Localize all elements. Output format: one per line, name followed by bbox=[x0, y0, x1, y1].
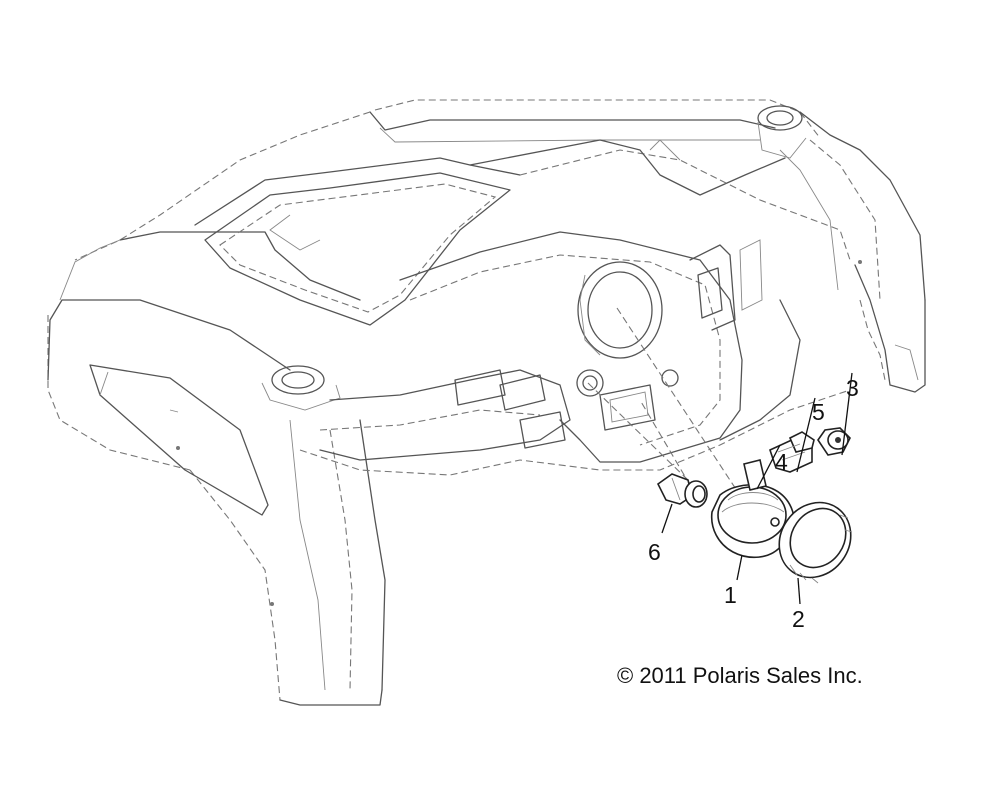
leader-line-5 bbox=[796, 397, 816, 473]
leader-line-1 bbox=[736, 554, 743, 581]
callout-number-1: 1 bbox=[724, 582, 737, 608]
callout-number-3: 3 bbox=[846, 375, 859, 401]
leader-line-6 bbox=[661, 503, 673, 534]
copyright-notice: © 2011 Polaris Sales Inc. bbox=[617, 663, 863, 688]
dashboard-panel-drawing bbox=[47, 99, 926, 706]
part-2-bezel-ring bbox=[778, 501, 853, 584]
part-1-instrument-cluster bbox=[710, 484, 795, 559]
leader-line-3 bbox=[841, 372, 853, 456]
callout-number-5: 5 bbox=[812, 399, 825, 425]
leader-line-4 bbox=[756, 444, 781, 490]
callouts: 1 2 3 4 5 6 bbox=[648, 372, 859, 632]
part-5-rocker-switch bbox=[769, 431, 815, 473]
part-6-ignition-switch bbox=[656, 473, 708, 508]
leader-line-2 bbox=[797, 577, 801, 605]
callout-number-2: 2 bbox=[792, 606, 805, 632]
projection-lines bbox=[587, 307, 746, 504]
callout-number-6: 6 bbox=[648, 539, 661, 565]
callout-number-4: 4 bbox=[775, 449, 788, 475]
